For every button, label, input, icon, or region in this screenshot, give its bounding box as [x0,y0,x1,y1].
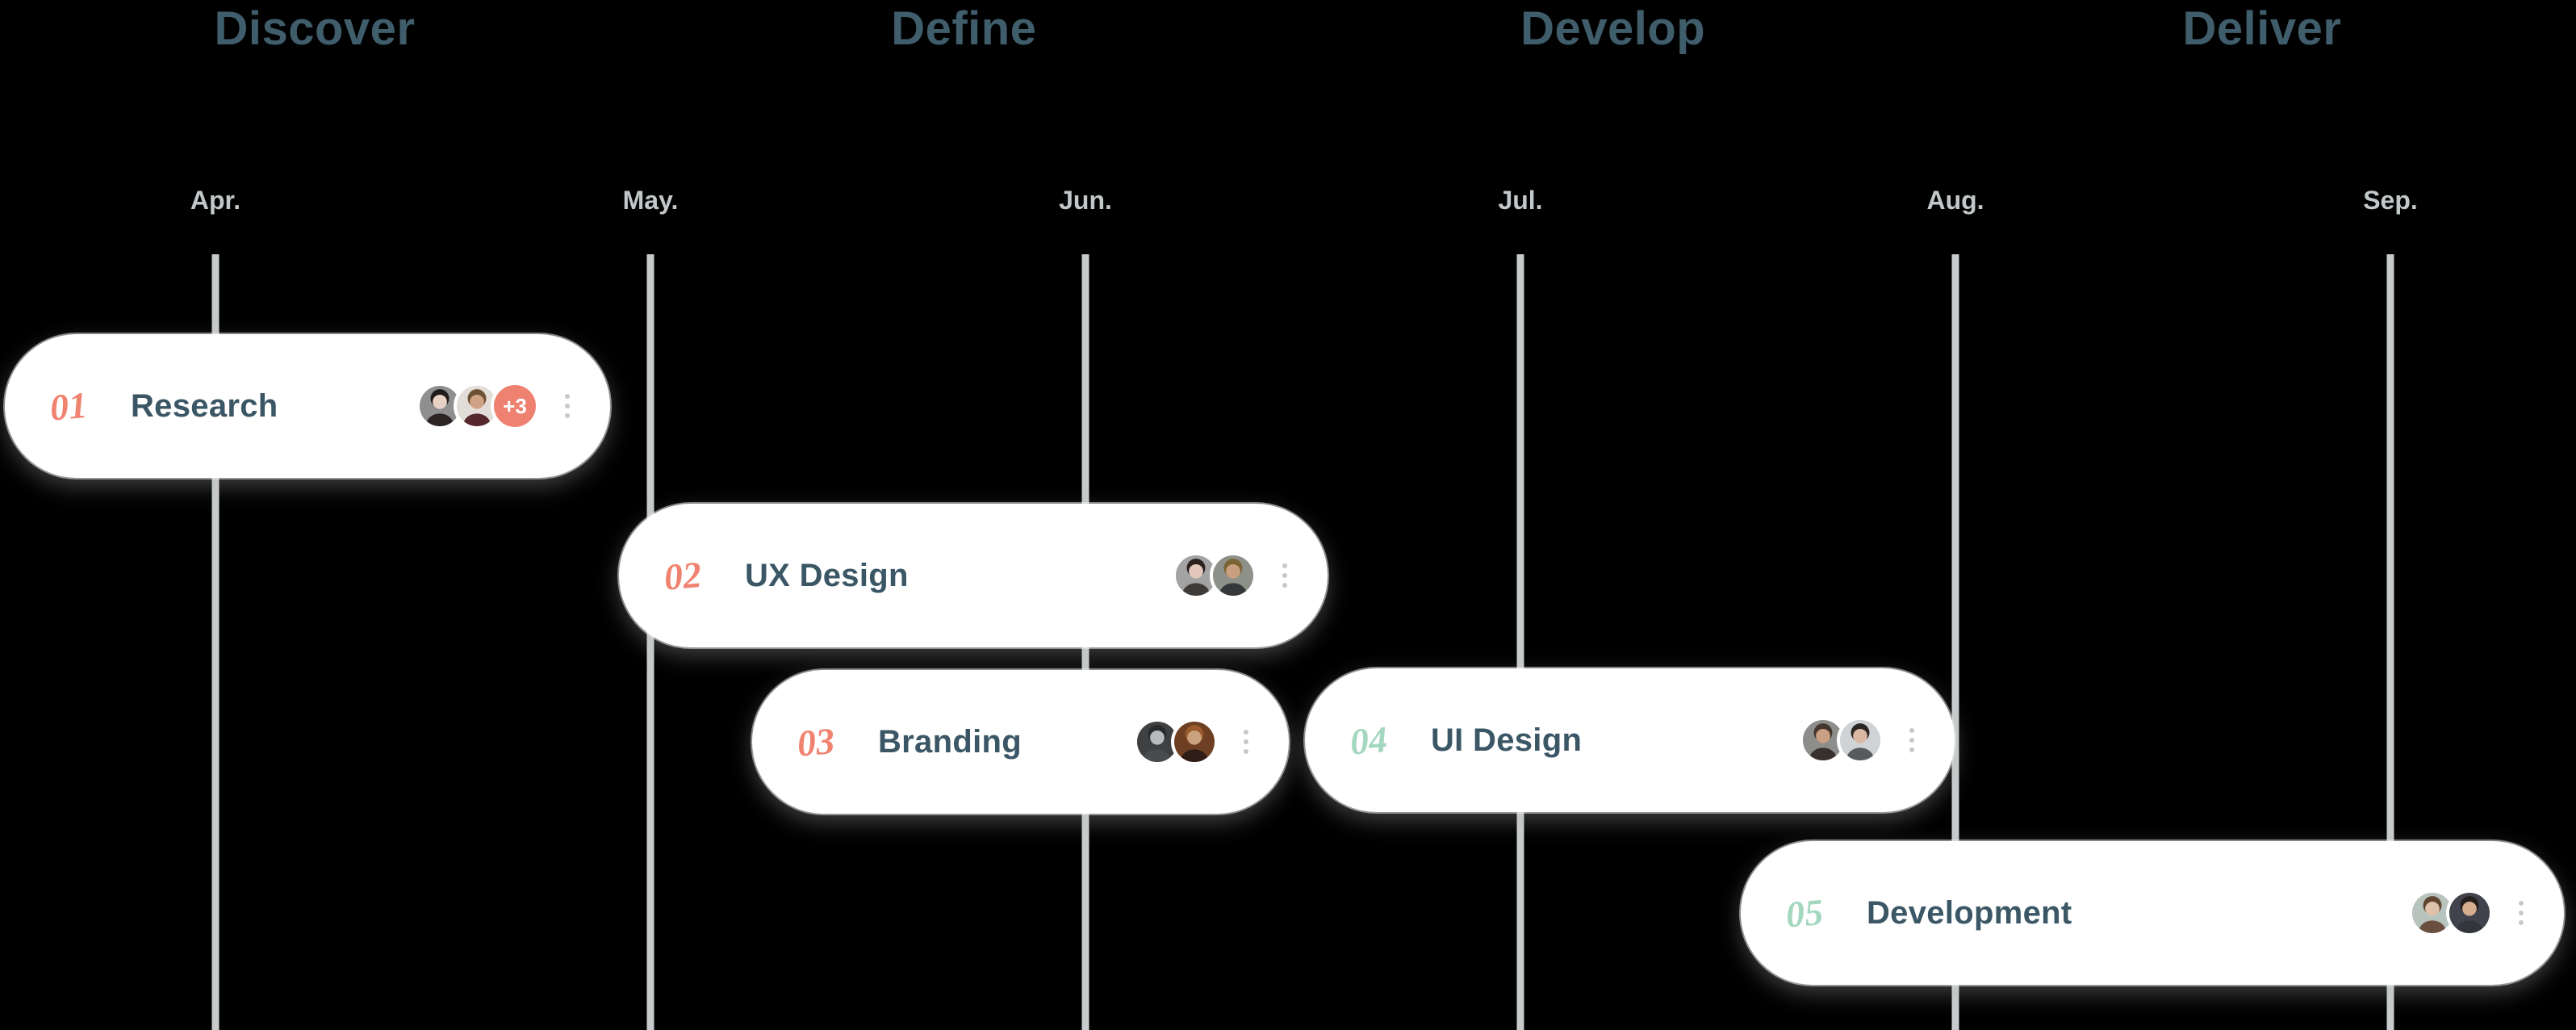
month-gridline [2386,254,2394,1030]
avatar-man-short-hair-image [2449,893,2490,933]
phase-label: Develop [1520,2,1706,55]
avatar-man-short-hair [2446,890,2493,936]
month-gridline [1951,254,1959,1030]
avatar-woman-backlit [1171,718,1218,765]
task-number: 05 [1784,890,1825,936]
avatar-woman-brown-hair-image [2412,893,2453,933]
task-title: Research [131,387,278,424]
kebab-menu-icon[interactable] [1905,723,1919,757]
month-gridline [1516,254,1524,1030]
month-gridline [646,254,654,1030]
phase-label: Define [891,2,1037,55]
kebab-menu-icon[interactable] [2514,896,2528,930]
avatar-man-beard-image [457,386,497,426]
task-title: UI Design [1431,722,1583,758]
task-card[interactable]: 03 Branding [752,670,1289,814]
phase-label: Discover [214,2,416,55]
avatar-woman-long-hair-image [1176,555,1216,596]
month-gridline [211,254,220,1030]
task-number: 02 [662,553,704,598]
avatar-group [1800,717,1884,764]
avatar-group [2409,890,2493,936]
avatar-group [1173,552,1257,599]
task-title: Branding [878,723,1022,760]
avatar-woman-dark-hair-2-image [1840,720,1880,760]
task-number: 01 [48,383,90,429]
avatar-woman-dark-hair [416,383,463,429]
kebab-menu-icon[interactable] [1239,725,1253,759]
kebab-menu-icon[interactable] [560,389,575,423]
avatar-woman-dark-hair-2 [1837,717,1884,764]
month-label: Apr. [190,186,241,215]
task-card[interactable]: 05 Development [1741,841,2564,985]
avatar-man-tan [1210,552,1257,599]
avatar-group: +3 [416,382,539,430]
kebab-menu-icon[interactable] [1278,559,1292,592]
avatar-man-tan-image [1213,555,1253,596]
task-number: 03 [795,719,837,764]
task-number: 04 [1348,718,1390,763]
task-title: Development [1867,894,2072,931]
avatar-group [1134,718,1218,765]
task-card[interactable]: 04 UI Design [1305,668,1955,812]
month-label: Jul. [1498,186,1543,215]
avatar-man-beard-2 [1800,717,1846,764]
month-label: Sep. [2363,186,2418,215]
task-title: UX Design [745,557,909,593]
task-card[interactable]: 02 UX Design [619,504,1328,647]
avatar-man-beard-2-image [1803,720,1843,760]
avatar-woman-dark-hair-image [420,386,460,426]
phase-label: Deliver [2182,2,2342,55]
month-label: Aug. [1926,186,1984,215]
avatar-woman-backlit-image [1174,722,1215,762]
extra-count-badge[interactable]: +3 [491,382,539,430]
task-card[interactable]: 01 Research +3 [5,334,610,478]
month-label: Jun. [1059,186,1112,215]
avatar-man-grayscale-image [1137,722,1177,762]
month-label: May. [622,186,679,215]
